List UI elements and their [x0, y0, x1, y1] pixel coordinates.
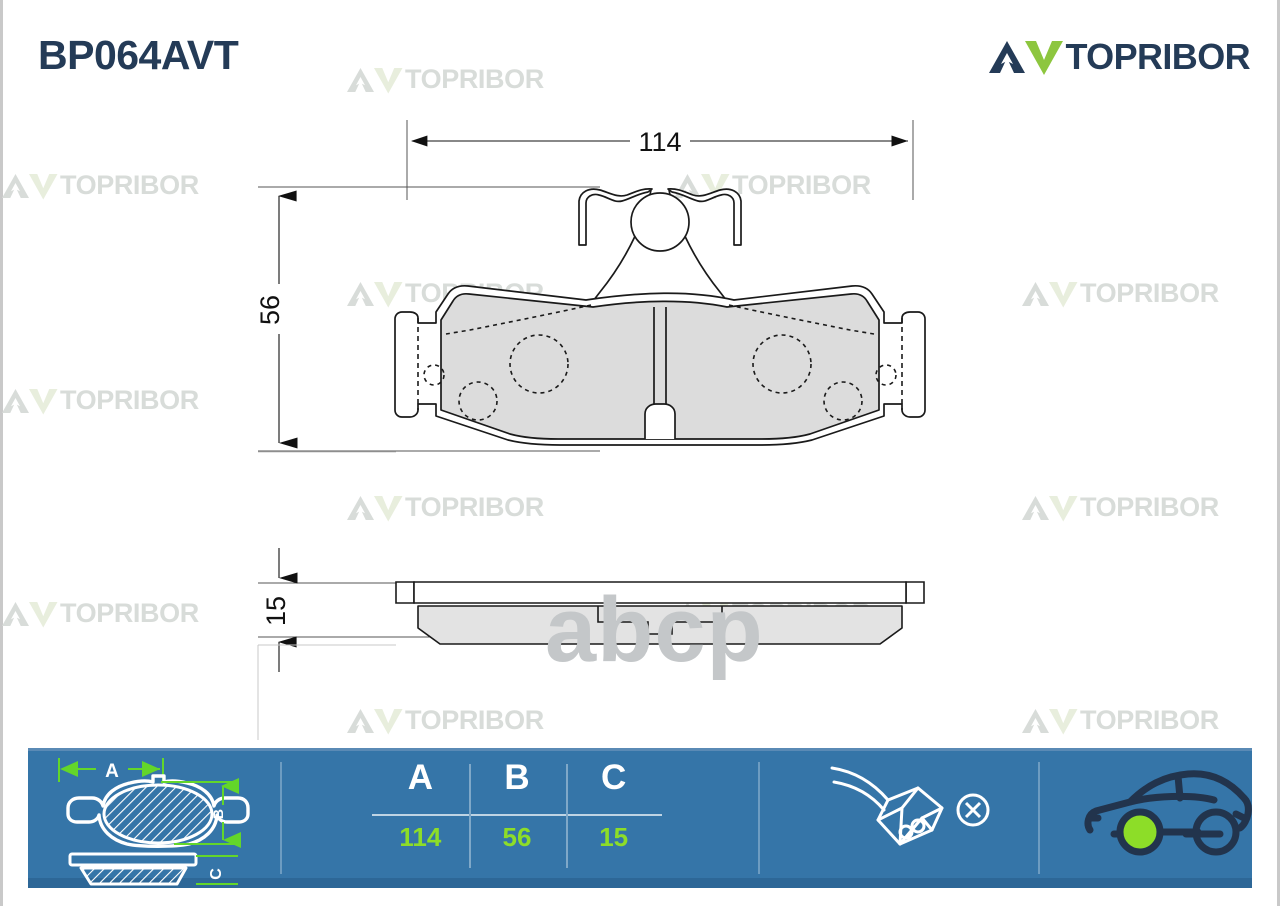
dimensions-table: A B C 114 56 15: [372, 758, 662, 868]
dimension-value-height: 56: [255, 295, 285, 325]
ear-center-lines: [417, 318, 903, 410]
dimension-height-56: [258, 186, 600, 452]
construction-lines: [257, 451, 396, 740]
dimension-value-thickness: 15: [261, 596, 291, 626]
dim-label-b: B: [210, 809, 226, 819]
center-slot: [653, 307, 667, 408]
dimension-value-a: 114: [399, 822, 442, 852]
dim-label-c: C: [208, 868, 225, 880]
dim-b-lines: [161, 778, 241, 848]
bar-divider: [758, 762, 760, 874]
pad-diagram-cell: A B: [46, 748, 276, 888]
pad-icon-side: [68, 852, 198, 886]
avtopribor-mark-icon: [987, 37, 1064, 77]
front-wheel: [1192, 808, 1240, 856]
spec-summary-bar: A B: [28, 748, 1252, 888]
bar-divider: [1038, 762, 1040, 874]
dimension-values-row: 114 56 15: [372, 822, 662, 853]
bar-divider: [280, 762, 282, 874]
side-tab-left: [395, 581, 415, 604]
dimension-letter-b: B: [504, 758, 530, 797]
dim-c-lines: [196, 855, 238, 885]
wear-sensor-connector-icon: [830, 766, 990, 846]
brake-pad-dimension-icon: A B: [58, 758, 250, 886]
backing-plate-side: [413, 581, 907, 604]
page-title: BP064AVT: [38, 32, 239, 78]
dimensions-rule: [372, 814, 662, 816]
axle-position-cell: [1068, 748, 1252, 888]
pad-icon-front: [66, 774, 250, 848]
drawing-canvas: 114 56: [255, 120, 926, 740]
side-center-slot: [597, 606, 723, 635]
retaining-spring: [578, 187, 742, 246]
dimension-letter-c: C: [601, 758, 627, 797]
spring-center-hole: [630, 192, 690, 252]
x-circle-icon: [956, 793, 990, 827]
dimensions-divider: [566, 764, 568, 868]
bar-bottom-shadow: [28, 878, 1252, 888]
bottom-center-notch: [644, 403, 676, 439]
dimension-letter-a: A: [407, 758, 433, 797]
dim-label-a: A: [105, 761, 119, 782]
rear-wheel-highlight: [1116, 808, 1164, 856]
friction-material-side: [417, 605, 903, 645]
bar-top-highlight: [28, 748, 1252, 751]
dimensions-divider: [469, 764, 471, 868]
brake-pad-side-view: [395, 581, 925, 645]
brand-logo: TOPRIBOR: [987, 36, 1251, 78]
brand-name-text: TOPRIBOR: [1065, 36, 1250, 77]
brake-pad-front-view: [394, 187, 926, 446]
page-left-border: [0, 0, 3, 906]
wear-sensor-cell: [818, 748, 1008, 888]
car-rear-axle-icon: [1084, 770, 1252, 856]
page-right-border: [1277, 0, 1280, 906]
dimension-letters-row: A B C: [372, 758, 662, 798]
dimension-value-c: 15: [599, 822, 629, 852]
hidden-feature-circles: [423, 334, 897, 421]
dimension-value-b: 56: [502, 822, 532, 852]
friction-material-body: [440, 292, 880, 440]
technical-drawing: 114 56: [255, 120, 926, 740]
side-tab-right: [905, 581, 925, 604]
dim-a-lines: [58, 758, 164, 782]
dimension-value-width: 114: [638, 127, 681, 157]
